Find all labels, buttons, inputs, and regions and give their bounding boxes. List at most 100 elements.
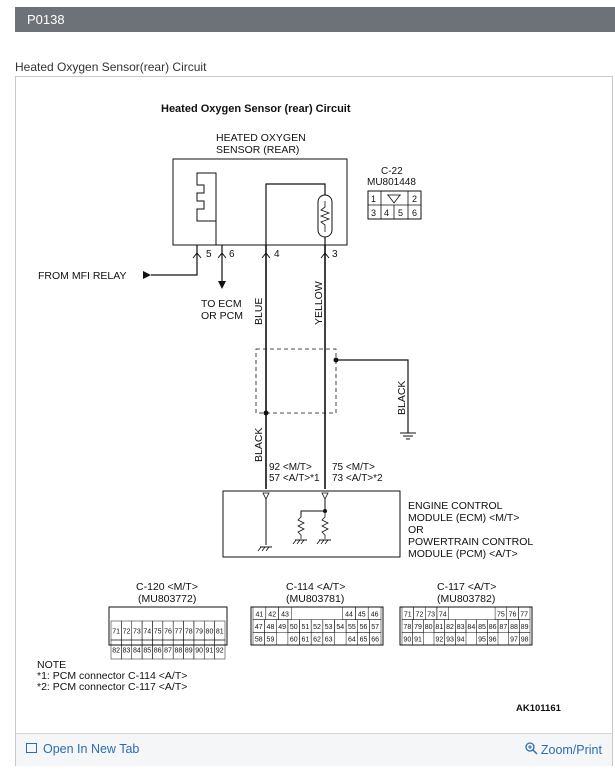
- c117-pin-label: 88: [510, 624, 518, 631]
- c120-pin-label: 86: [154, 648, 162, 655]
- ground-icon: [400, 432, 416, 440]
- c120-pin-label: 74: [143, 629, 151, 636]
- ecm-label-3: OR: [408, 524, 424, 536]
- c117-part: (MU803782): [437, 593, 495, 605]
- c114-pin-label: 50: [290, 624, 298, 631]
- external-tab-icon: [26, 743, 37, 753]
- c117-pin-label: 81: [435, 624, 443, 631]
- c117-pin-label: 73: [427, 611, 435, 618]
- ecm-label-2: MODULE (ECM) <M/T>: [408, 512, 519, 524]
- c120-pin-cell: [214, 639, 226, 660]
- c22-pin-5: 5: [398, 208, 403, 218]
- c120-pin-label: 85: [143, 648, 151, 655]
- c114-pin-label: 55: [348, 624, 356, 631]
- ecm-internal-right: [300, 499, 326, 517]
- ecm-pin-right-1: 75 <M/T>: [332, 462, 375, 473]
- c117-pin-label: 92: [435, 637, 443, 644]
- zoom-print-link[interactable]: Zoom/Print: [525, 742, 602, 757]
- c22-pin-1: 1: [371, 194, 376, 204]
- c120-pin-label: 80: [206, 629, 214, 636]
- ecm-pin-right-2: 73 <A/T>*2: [332, 473, 383, 484]
- blue-wire-label: BLUE: [253, 298, 265, 325]
- c117-pin-label: 72: [416, 611, 424, 618]
- sensor-internal-wire: [265, 183, 326, 245]
- c117-pin-cell: [460, 607, 472, 620]
- sensor-pin-3: 3: [332, 249, 338, 260]
- open-in-new-tab-link[interactable]: Open In New Tab: [26, 742, 139, 756]
- c114-pin-label: 65: [360, 637, 368, 644]
- pin5-connector-chevron-icon: [192, 252, 202, 259]
- c114-pin-label: 59: [267, 637, 275, 644]
- c22-pin-2: 2: [412, 194, 417, 204]
- c114-pin-cell: [334, 632, 346, 645]
- c117-pin-label: 78: [403, 624, 411, 631]
- c117-pin-label: 96: [489, 637, 497, 644]
- c117-pin-label: 93: [446, 637, 454, 644]
- figure-caption: Heated Oxygen Sensor(rear) Circuit: [15, 60, 207, 74]
- from-relay-label: FROM MFI RELAY: [38, 270, 126, 282]
- c117-pin-cell: [423, 632, 434, 645]
- c114-pin-label: 62: [313, 637, 321, 644]
- zoom-print-label: Zoom/Print: [540, 743, 602, 757]
- c114-pin-cell: [291, 607, 304, 620]
- yellow-wire-label: YELLOW: [313, 281, 325, 325]
- c117-pin-label: 91: [414, 637, 422, 644]
- ecm-ground-left-icon: [257, 546, 272, 552]
- c117-pin-cell: [472, 607, 484, 620]
- c117-pin-cell: [519, 632, 531, 646]
- c117-pin-label: 71: [404, 611, 412, 618]
- c117-pin-cell: [483, 607, 495, 620]
- c114-pin-cell: [276, 632, 288, 645]
- c117-pin-cell: [412, 632, 424, 646]
- c120-pin-label: 83: [123, 648, 131, 655]
- c114-pin-label: 63: [325, 637, 333, 644]
- resistor-zigzag-icon: [319, 201, 331, 232]
- c120-pin-label: 81: [216, 629, 224, 636]
- c117-pin-cell: [449, 607, 461, 620]
- c114-pin-label: 57: [371, 624, 379, 631]
- c114-pin-label: 48: [267, 624, 275, 631]
- c120-pin-label: 72: [123, 629, 131, 636]
- c114-pin-label: 53: [325, 624, 333, 631]
- sensor-pin-6: 6: [229, 249, 235, 260]
- c114-pin-label: 66: [371, 637, 379, 644]
- magnifier-plus-icon: [525, 742, 538, 755]
- c114-pin-label: 47: [255, 624, 263, 631]
- c120-pin-label: 76: [164, 629, 172, 636]
- sensor-pin-4: 4: [274, 249, 280, 260]
- c120-pin-label: 88: [174, 648, 182, 655]
- ecm-label-5: MODULE (PCM) <A/T>: [408, 548, 518, 560]
- to-ecm-arrow-icon: [218, 281, 226, 289]
- c117-pin-label: 98: [521, 637, 529, 644]
- c120-pin-label: 82: [112, 648, 120, 655]
- c117-pin-label: 79: [414, 624, 422, 631]
- c114-pin-label: 56: [360, 624, 368, 631]
- c120-pin-label: 73: [133, 629, 141, 636]
- c114-id: C-114 <A/T>: [286, 581, 345, 593]
- c114-pin-label: 61: [301, 637, 309, 644]
- ecm-pin-left-1: 92 <M/T>: [269, 462, 312, 473]
- c114-pin-label: 42: [268, 611, 276, 618]
- c117-pin-label: 86: [489, 624, 497, 631]
- c114-pin-cell: [304, 607, 317, 620]
- c120-pin-label: 84: [133, 648, 141, 655]
- relay-arrow-icon: [143, 271, 151, 279]
- c114-pin-label: 41: [256, 611, 264, 618]
- ecm-label-4: POWERTRAIN CONTROL: [408, 536, 533, 548]
- c114-pin-label: 52: [313, 624, 321, 631]
- ecm-pin-right-terminal-icon: [321, 492, 329, 500]
- open-in-new-tab-label: Open In New Tab: [43, 742, 140, 756]
- ecm-pin-left-terminal-icon: [262, 492, 270, 500]
- c117-pin-label: 97: [510, 637, 518, 644]
- ecm-pin-left-2: 57 <A/T>*1: [269, 473, 320, 484]
- c117-pin-label: 74: [439, 611, 447, 618]
- c120-pin-label: 71: [112, 629, 120, 636]
- c117-pin-label: 94: [457, 637, 465, 644]
- sensor-box: [172, 158, 348, 246]
- c22-part: MU801448: [367, 177, 416, 188]
- c117-pin-label: 82: [446, 624, 454, 631]
- c114-pin-label: 64: [348, 637, 356, 644]
- c114-pin-cell: [330, 607, 343, 620]
